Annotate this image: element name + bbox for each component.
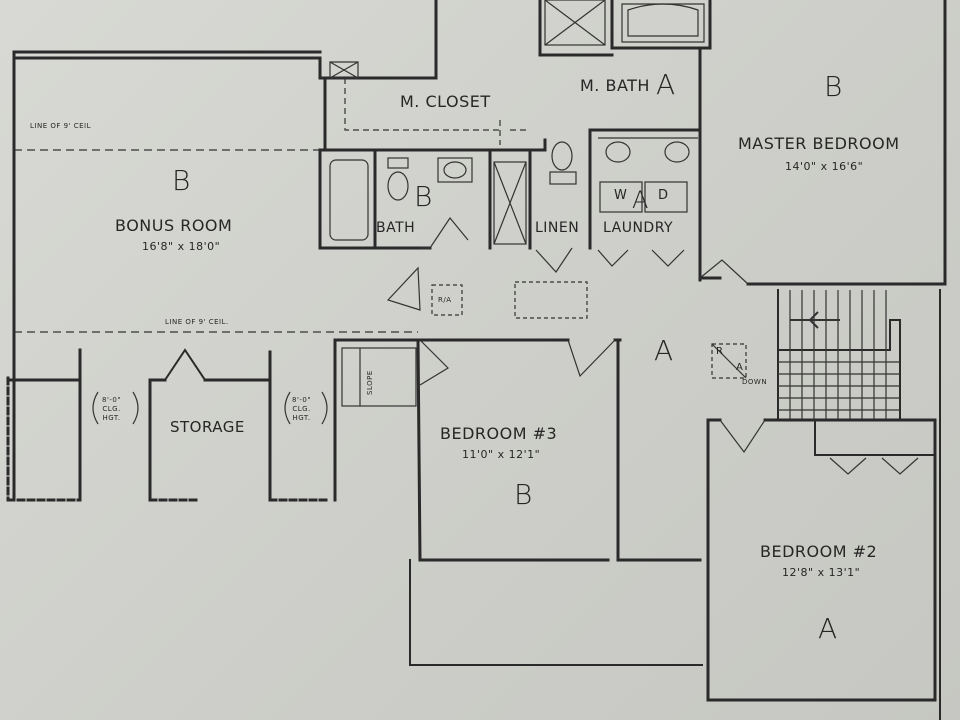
bedroom3-dims: 11'0" x 12'1": [462, 448, 541, 461]
clg-left-height: 8'-0": [102, 396, 122, 404]
master-closet-label: M. CLOSET: [400, 92, 491, 111]
ceiling-line-note: LINE OF 9' CEIL: [30, 122, 91, 130]
storage-label: STORAGE: [170, 418, 245, 436]
slope-label: SLOPE: [366, 370, 374, 395]
master-bath-tag: A: [656, 68, 676, 101]
dryer-label: D: [658, 188, 669, 203]
clg-right-clg: CLG.: [292, 405, 311, 413]
clg-note-left: 8'-0" CLG. HGT.: [102, 396, 121, 423]
hall-tag: A: [654, 334, 674, 367]
stair-ra-r: R: [716, 346, 724, 357]
bedroom3-label: BEDROOM #3: [440, 424, 558, 443]
return-air-label: R/A: [438, 296, 452, 304]
bedroom2-dims: 12'8" x 13'1": [782, 566, 861, 579]
clg-left-clg: CLG.: [102, 405, 121, 413]
down-label: DOWN: [742, 378, 768, 386]
bedroom2-label: BEDROOM #2: [760, 542, 878, 561]
bath-label: BATH: [376, 220, 416, 236]
master-bedroom-tag: B: [824, 70, 843, 103]
master-bedroom-label: MASTER BEDROOM: [738, 134, 900, 153]
master-bath-label: M. BATH: [580, 76, 650, 95]
clg-note-right: 8'-0" CLG. HGT.: [292, 396, 311, 423]
bonus-room-label: BONUS ROOM: [115, 216, 233, 235]
washer-label: W: [614, 188, 628, 203]
bedroom3-tag: B: [514, 478, 533, 511]
laundry-tag: A: [632, 186, 649, 214]
clg-right-hgt: HGT.: [292, 414, 311, 422]
laundry-label: LAUNDRY: [603, 220, 674, 236]
stair-ra-a: A: [736, 362, 744, 373]
bedroom2-tag: A: [818, 612, 838, 645]
ceiling-line-note-lower: LINE OF 9' CEIL.: [165, 318, 229, 326]
bonus-room-tag: B: [172, 164, 191, 197]
bonus-room-dims: 16'8" x 18'0": [142, 240, 221, 253]
bath-tag: B: [414, 180, 433, 213]
linen-label: LINEN: [535, 220, 580, 236]
clg-right-height: 8'-0": [292, 396, 312, 404]
clg-left-hgt: HGT.: [102, 414, 121, 422]
master-bedroom-dims: 14'0" x 16'6": [785, 160, 864, 173]
